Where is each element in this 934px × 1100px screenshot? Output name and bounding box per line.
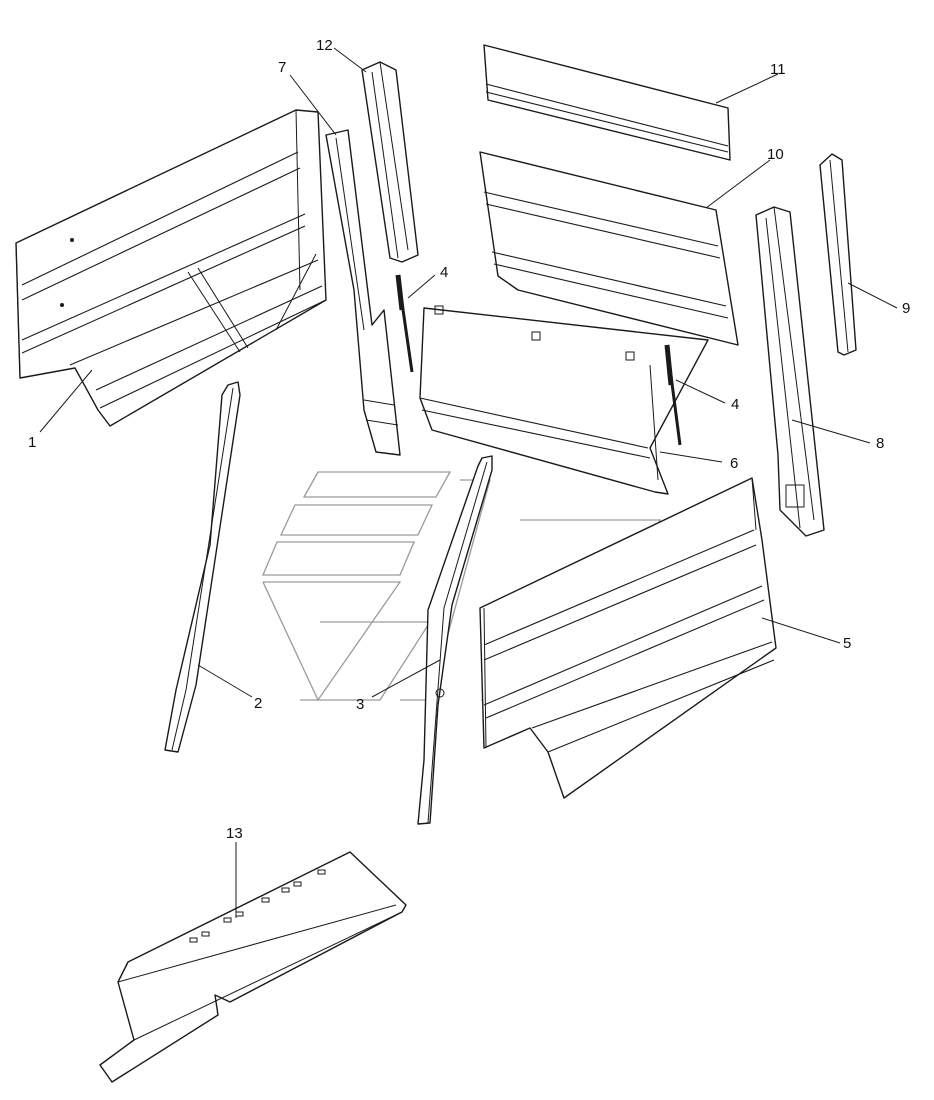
callout-11: 11 [770, 61, 786, 78]
callout-4-lower: 4 [731, 396, 739, 413]
part-9-post-short [819, 153, 857, 356]
part-4-strut-lower [664, 344, 682, 446]
callout-9: 9 [902, 300, 910, 317]
leader-lines [39, 47, 898, 918]
part-6-door-panel [419, 305, 709, 495]
callout-1: 1 [28, 434, 36, 451]
part-7-post [325, 129, 401, 456]
part-8-post-right [755, 206, 825, 537]
part-3-strip [417, 455, 493, 825]
part-4-strut-upper [395, 274, 414, 373]
callout-10: 10 [767, 146, 784, 163]
part-5-side-panel-right [479, 477, 777, 799]
callout-7: 7 [278, 59, 286, 76]
callout-13: 13 [226, 825, 243, 842]
callout-6: 6 [730, 455, 738, 472]
part-10-rear-panel [479, 151, 739, 346]
callout-4-upper: 4 [440, 264, 448, 281]
part-1-side-panel-left [15, 109, 327, 427]
callout-3: 3 [356, 696, 364, 713]
callout-5: 5 [843, 635, 851, 652]
callout-8: 8 [876, 435, 884, 452]
part-2-strip [164, 381, 241, 753]
callout-labels: 1 2 3 4 4 5 6 7 8 9 10 11 12 13 [28, 37, 910, 842]
part-11-top-panel [483, 44, 731, 161]
callout-2: 2 [254, 695, 262, 712]
callout-12: 12 [316, 37, 333, 54]
part-13-floor-plate [99, 851, 407, 1083]
part-12-channel [361, 61, 419, 263]
